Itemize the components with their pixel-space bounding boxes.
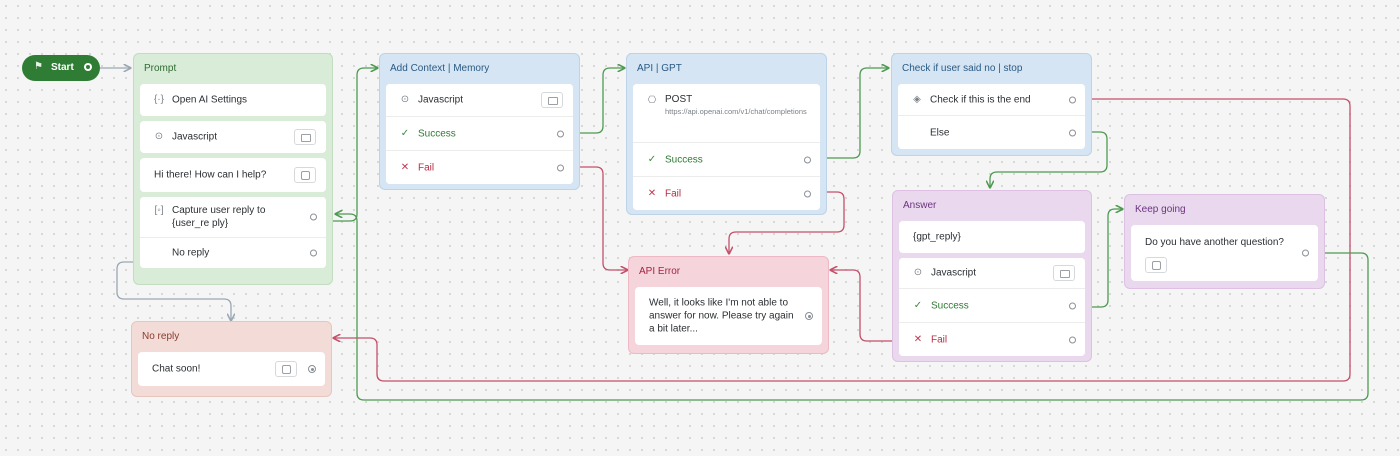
fail-label: Fail: [418, 162, 435, 173]
javascript-label: Javascript: [418, 94, 464, 106]
keep-going-message-card[interactable]: Do you have another question?: [1131, 225, 1318, 281]
prompt-block[interactable]: Prompt {·} Open AI Settings ⊙ Javascript…: [133, 53, 333, 285]
success-label: Success: [665, 154, 703, 165]
api-url: https://api.openai.com/v1/chat/completio…: [665, 107, 807, 116]
answer-title: Answer: [903, 200, 937, 211]
no-reply-label: No reply: [172, 247, 210, 259]
prompt-message-card[interactable]: Hi there! How can I help?: [140, 158, 326, 192]
fail-output-port[interactable]: [804, 190, 811, 197]
else-label: Else: [930, 127, 950, 138]
add-context-fail-row[interactable]: ✕ Fail: [386, 150, 573, 184]
add-context-block[interactable]: Add Context | Memory ⊙ Javascript ✓ Succ…: [379, 53, 580, 190]
media-button[interactable]: [294, 167, 316, 183]
capture-reply-row[interactable]: [◦] Capture user reply to {user_re ply}: [140, 197, 326, 237]
api-error-end-port[interactable]: [805, 312, 813, 320]
success-label: Success: [418, 128, 456, 139]
answer-success-row[interactable]: ✓ Success: [899, 288, 1085, 322]
api-success-row[interactable]: ✓ Success: [633, 142, 820, 176]
success-label: Success: [931, 300, 969, 311]
prompt-capture-stack: [◦] Capture user reply to {user_re ply} …: [140, 197, 326, 268]
api-fail-row[interactable]: ✕ Fail: [633, 176, 820, 210]
answer-stack: ⊙ Javascript ✓ Success ✕ Fail: [899, 258, 1085, 356]
add-context-javascript-row[interactable]: ⊙ Javascript: [386, 84, 573, 116]
else-output-port[interactable]: [1069, 129, 1076, 136]
capture-output-port[interactable]: [310, 213, 317, 221]
answer-fail-row[interactable]: ✕ Fail: [899, 322, 1085, 356]
x-icon: ✕: [647, 187, 657, 199]
answer-variable-card[interactable]: {gpt_reply}: [899, 221, 1085, 253]
media-button[interactable]: [275, 361, 297, 377]
no-reply-message-card[interactable]: Chat soon!: [138, 352, 325, 386]
javascript-label: Javascript: [931, 267, 977, 279]
openai-settings-label: Open AI Settings: [172, 94, 248, 106]
fail-output-port[interactable]: [557, 164, 564, 171]
api-error-title: API Error: [639, 266, 681, 277]
capture-icon: [◦]: [154, 205, 164, 216]
webhook-icon: ⎔: [647, 95, 657, 106]
code-icon: ⊙: [154, 131, 164, 142]
no-reply-title: No reply: [142, 331, 180, 342]
no-reply-output-port[interactable]: [310, 249, 317, 257]
api-error-block[interactable]: API Error Well, it looks like I'm not ab…: [628, 256, 829, 354]
start-label: Start: [51, 62, 74, 73]
no-reply-row[interactable]: No reply: [140, 237, 326, 268]
code-editor-button[interactable]: [541, 92, 563, 108]
keep-going-question: Do you have another question?: [1145, 237, 1284, 248]
capture-reply-label: Capture user reply to {user_re ply}: [172, 205, 266, 229]
start-node[interactable]: ⚑ Start: [22, 55, 100, 81]
openai-settings-card[interactable]: {·} Open AI Settings: [140, 84, 326, 116]
no-reply-message-text: Chat soon!: [152, 363, 201, 375]
code-icon: ⊙: [913, 267, 923, 278]
check-icon: ✓: [913, 299, 923, 311]
flag-icon: ⚑: [34, 61, 43, 72]
check-condition-row[interactable]: ◈ Check if this is the end: [898, 84, 1085, 115]
x-icon: ✕: [400, 161, 410, 173]
condition-output-port[interactable]: [1069, 96, 1076, 103]
api-error-message-text: Well, it looks like I'm not able to answ…: [649, 297, 794, 335]
success-output-port[interactable]: [804, 156, 811, 163]
code-editor-button[interactable]: [294, 129, 316, 145]
api-gpt-block[interactable]: API | GPT ⎔ POST https://api.openai.com/…: [626, 53, 827, 215]
add-context-success-row[interactable]: ✓ Success: [386, 116, 573, 150]
keep-going-title: Keep going: [1135, 204, 1186, 215]
check-condition-label: Check if this is the end: [930, 94, 1031, 105]
check-end-title: Check if user said no | stop: [902, 63, 1023, 74]
prompt-message-text: Hi there! How can I help?: [154, 169, 267, 181]
api-request-text: POST https://api.openai.com/v1/chat/comp…: [665, 94, 812, 117]
add-context-stack: ⊙ Javascript ✓ Success ✕ Fail: [386, 84, 573, 184]
api-error-message-card[interactable]: Well, it looks like I'm not able to answ…: [635, 287, 822, 345]
api-method: POST: [665, 94, 693, 105]
check-icon: ✓: [400, 127, 410, 139]
answer-javascript-row[interactable]: ⊙ Javascript: [899, 258, 1085, 288]
api-gpt-title: API | GPT: [637, 63, 682, 74]
fail-output-port[interactable]: [1069, 336, 1076, 343]
code-editor-button[interactable]: [1053, 265, 1075, 281]
check-end-stack: ◈ Check if this is the end Else: [898, 84, 1085, 149]
no-reply-block[interactable]: No reply Chat soon!: [131, 321, 332, 397]
no-reply-end-port[interactable]: [308, 365, 316, 373]
check-else-row[interactable]: Else: [898, 115, 1085, 149]
fail-label: Fail: [665, 188, 682, 199]
keep-going-block[interactable]: Keep going Do you have another question?: [1124, 194, 1325, 289]
x-icon: ✕: [913, 333, 923, 345]
keep-going-output-port[interactable]: [1302, 249, 1309, 257]
code-icon: ⊙: [400, 94, 410, 105]
success-output-port[interactable]: [557, 130, 564, 137]
add-context-title: Add Context | Memory: [390, 63, 490, 74]
fail-label: Fail: [931, 334, 948, 345]
prompt-javascript-card[interactable]: ⊙ Javascript: [140, 121, 326, 153]
settings-braces-icon: {·}: [153, 94, 164, 105]
answer-variable-text: {gpt_reply}: [913, 231, 961, 243]
start-output-port[interactable]: [84, 63, 92, 71]
check-end-block[interactable]: Check if user said no | stop ◈ Check if …: [891, 53, 1092, 156]
api-request-row[interactable]: ⎔ POST https://api.openai.com/v1/chat/co…: [633, 84, 820, 142]
media-button[interactable]: [1145, 257, 1167, 273]
check-icon: ✓: [647, 153, 657, 165]
javascript-label: Javascript: [172, 131, 218, 143]
prompt-title: Prompt: [144, 63, 177, 74]
api-gpt-stack: ⎔ POST https://api.openai.com/v1/chat/co…: [633, 84, 820, 210]
answer-block[interactable]: Answer {gpt_reply} ⊙ Javascript ✓ Succes…: [892, 190, 1092, 362]
condition-icon: ◈: [913, 93, 921, 105]
success-output-port[interactable]: [1069, 302, 1076, 309]
